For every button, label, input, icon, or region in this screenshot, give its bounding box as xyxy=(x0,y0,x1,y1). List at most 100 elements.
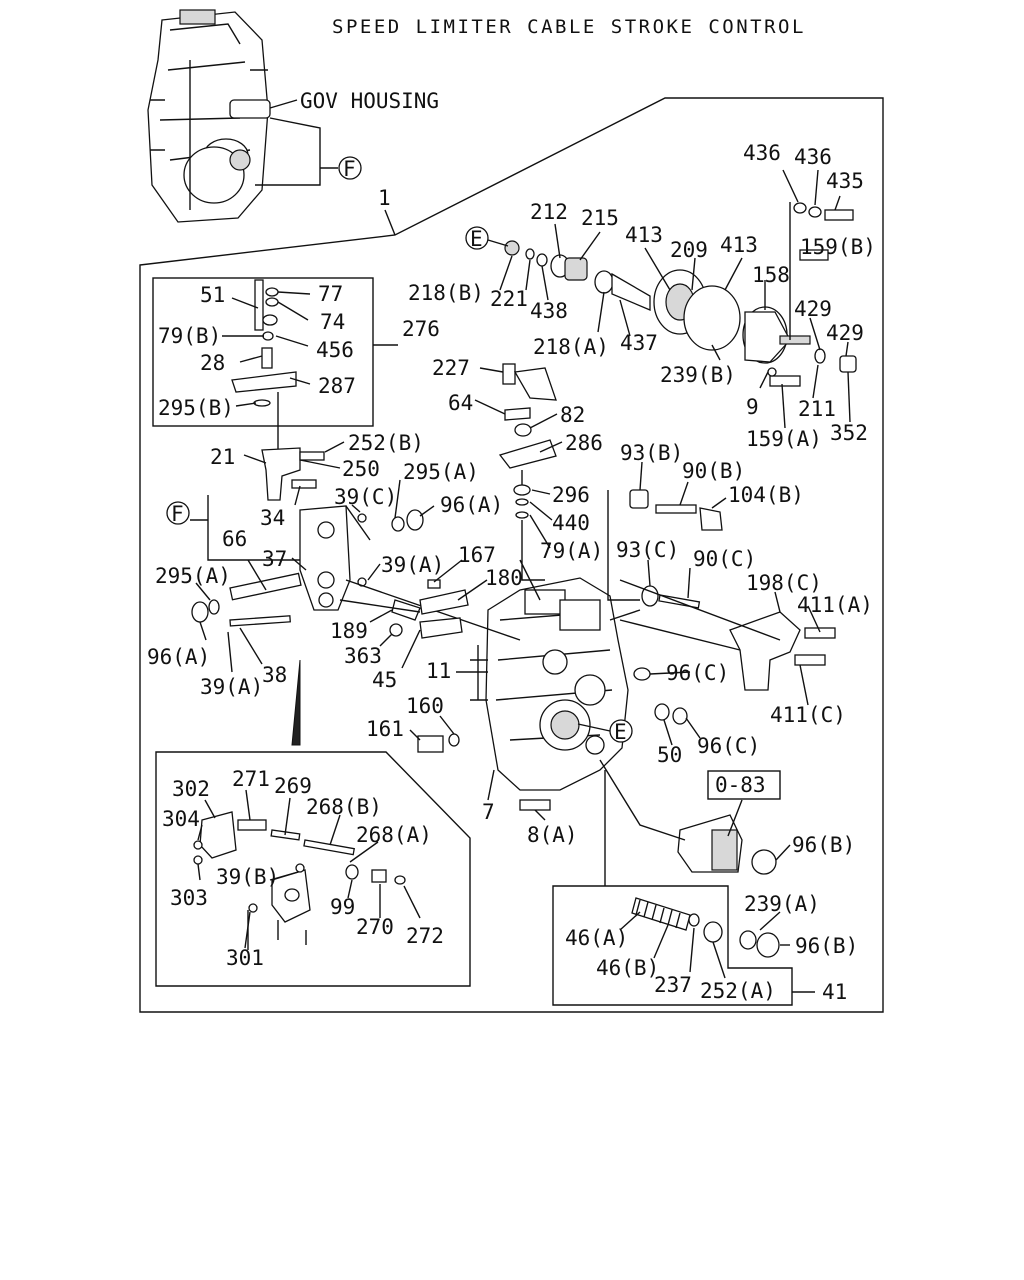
label-74: 74 xyxy=(320,310,345,334)
label-160: 160 xyxy=(406,694,444,718)
label-268A: 268(A) xyxy=(356,823,432,847)
label-303: 303 xyxy=(170,886,208,910)
stop-lever-parts xyxy=(339,579,469,639)
label-218A: 218(A) xyxy=(533,335,609,359)
label-93C: 93(C) xyxy=(616,538,679,562)
label-96A-top: 96(A) xyxy=(440,493,503,517)
gov-housing-illustration: GOV HOUSING xyxy=(147,9,439,223)
label-286: 286 xyxy=(565,431,603,455)
label-252A: 252(A) xyxy=(700,979,776,1003)
label-456: 456 xyxy=(316,338,354,362)
label-66: 66 xyxy=(222,527,247,551)
label-46B: 46(B) xyxy=(596,956,659,980)
label-39B: 39(B) xyxy=(216,865,279,889)
label-215: 215 xyxy=(581,206,619,230)
label-11: 11 xyxy=(426,659,451,683)
label-295A-top: 295(A) xyxy=(403,460,479,484)
label-296: 296 xyxy=(552,483,590,507)
label-34: 34 xyxy=(260,506,285,530)
ref-box-label: 0-83 xyxy=(715,773,766,797)
label-429a: 429 xyxy=(794,297,832,321)
label-79B: 79(B) xyxy=(158,324,221,348)
label-77: 77 xyxy=(318,282,343,306)
label-37: 37 xyxy=(262,547,287,571)
label-9: 9 xyxy=(746,395,759,419)
adjust-screws xyxy=(607,489,723,621)
label-435: 435 xyxy=(826,169,864,193)
callout-E-top: E xyxy=(465,226,489,251)
governor-cover xyxy=(470,577,629,791)
label-211: 211 xyxy=(798,397,836,421)
label-39A-left: 39(A) xyxy=(200,675,263,699)
label-212: 212 xyxy=(530,200,568,224)
label-50: 50 xyxy=(657,743,682,767)
inset-box-lower-left xyxy=(155,751,471,987)
label-158: 158 xyxy=(752,263,790,287)
label-41: 41 xyxy=(822,980,847,1004)
label-39A-top: 39(A) xyxy=(381,553,444,577)
label-301: 301 xyxy=(226,946,264,970)
label-82: 82 xyxy=(560,403,585,427)
callout-F-mid: F xyxy=(166,501,190,526)
bracket-198C xyxy=(619,579,836,691)
label-189: 189 xyxy=(330,619,368,643)
lever-assembly xyxy=(190,447,521,746)
label-436b: 436 xyxy=(794,145,832,169)
label-429b: 429 xyxy=(826,321,864,345)
lower-left-inset-parts xyxy=(193,811,406,950)
label-352: 352 xyxy=(830,421,868,445)
callout-E-mid: E xyxy=(609,719,633,744)
label-90B: 90(B) xyxy=(682,459,745,483)
label-93B: 93(B) xyxy=(620,441,683,465)
label-96B-bottom: 96(B) xyxy=(795,934,858,958)
label-270: 270 xyxy=(356,915,394,939)
label-159A: 159(A) xyxy=(746,427,822,451)
callout-F-top: F xyxy=(338,156,362,181)
label-96B-top: 96(B) xyxy=(792,833,855,857)
label-239B: 239(B) xyxy=(660,363,736,387)
label-268B: 268(B) xyxy=(306,795,382,819)
label-99: 99 xyxy=(330,895,355,919)
label-302: 302 xyxy=(172,777,210,801)
label-250: 250 xyxy=(342,457,380,481)
label-46A: 46(A) xyxy=(565,926,628,950)
label-271: 271 xyxy=(232,767,270,791)
label-96C-top: 96(C) xyxy=(666,661,729,685)
label-363: 363 xyxy=(344,644,382,668)
label-104B: 104(B) xyxy=(728,483,804,507)
label-237: 237 xyxy=(654,973,692,997)
lever-linkage-inset xyxy=(231,279,297,450)
label-51: 51 xyxy=(200,283,225,307)
governor-weight-assembly xyxy=(599,759,781,875)
diagram-title: SPEED LIMITER CABLE STROKE CONTROL xyxy=(332,16,806,38)
label-7: 7 xyxy=(482,800,495,824)
svg-text:F: F xyxy=(343,157,356,181)
label-218B: 218(B) xyxy=(408,281,484,305)
label-79A: 79(A) xyxy=(540,539,603,563)
bracket-286 xyxy=(498,363,557,601)
label-1: 1 xyxy=(378,186,391,210)
label-159B: 159(B) xyxy=(800,235,876,259)
label-180: 180 xyxy=(485,566,523,590)
gov-housing-label: GOV HOUSING xyxy=(300,89,439,113)
label-436a: 436 xyxy=(743,141,781,165)
label-304: 304 xyxy=(162,807,200,831)
label-161: 161 xyxy=(366,717,404,741)
svg-text:E: E xyxy=(614,720,627,744)
label-272: 272 xyxy=(406,924,444,948)
label-239A: 239(A) xyxy=(744,892,820,916)
label-221: 221 xyxy=(490,287,528,311)
label-276: 276 xyxy=(402,317,440,341)
label-252B: 252(B) xyxy=(348,431,424,455)
inset-box-276 xyxy=(152,277,374,427)
label-227: 227 xyxy=(432,356,470,380)
label-287: 287 xyxy=(318,374,356,398)
label-96A-left: 96(A) xyxy=(147,645,210,669)
label-167: 167 xyxy=(458,543,496,567)
label-8A: 8(A) xyxy=(527,823,578,847)
label-64: 64 xyxy=(448,391,473,415)
label-90C: 90(C) xyxy=(693,547,756,571)
label-96C-bottom: 96(C) xyxy=(697,734,760,758)
label-438: 438 xyxy=(530,299,568,323)
